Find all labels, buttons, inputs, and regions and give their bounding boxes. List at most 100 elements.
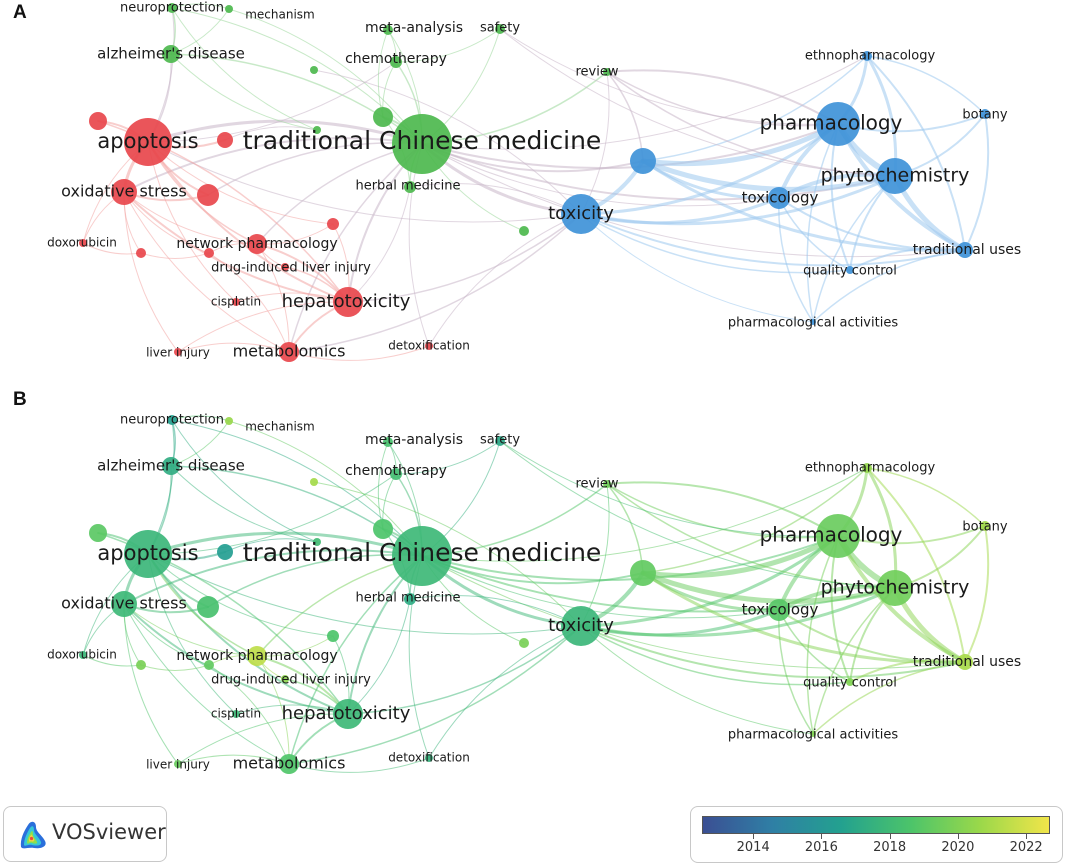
node-u-red-6: [204, 660, 214, 670]
link-toxicity-traditional-uses: [580, 625, 966, 679]
node-pharmacology: [816, 514, 860, 558]
node-dili: [281, 263, 289, 271]
link-chemotherapy-safety: [395, 440, 501, 475]
link-toxicity-quality-control: [580, 625, 851, 686]
label-herbal-medicine: herbal medicine: [355, 591, 460, 606]
label-neuroprotection: neuroprotection: [120, 413, 224, 428]
link-oxidative-stress-network-pharmacology: [123, 191, 258, 245]
node-u-green-1: [373, 107, 393, 127]
link-metabolomics-detoxification: [288, 345, 430, 361]
node-u-red-4: [327, 218, 339, 230]
link-toxicology-pharmacological-activities: [778, 197, 814, 323]
node-pharmacological-activities: [810, 319, 816, 325]
year-tick-2016: [821, 834, 823, 839]
node-hepatotoxicity: [333, 699, 363, 729]
node-liver-injury: [174, 760, 182, 768]
node-herbal-medicine: [404, 181, 416, 193]
label-toxicology: toxicology: [742, 189, 819, 207]
link-tcm-neuroprotection: [171, 7, 423, 145]
link-traditional-uses-quality-control: [849, 247, 966, 271]
node-u-red-4: [327, 630, 339, 642]
link-doxorubicin-u-red-5: [82, 242, 142, 255]
node-herbal-medicine: [404, 593, 416, 605]
label-ethnopharmacology: ethnopharmacology: [805, 49, 936, 64]
node-toxicity: [561, 606, 601, 646]
link-metabolomics-detoxification: [288, 757, 430, 773]
node-u-green-3: [313, 126, 321, 134]
link-u-blue-1-traditional-uses: [641, 571, 967, 664]
link-tcm-toxicology: [421, 143, 780, 207]
label-quality-control: quality control: [803, 676, 897, 691]
link-botany-ethnopharmacology: [866, 467, 986, 527]
link-u-blue-1-phytochemistry: [640, 158, 898, 192]
node-toxicology: [768, 599, 790, 621]
link-metabolomics-network-pharmacology: [256, 655, 290, 765]
label-toxicology: toxicology: [742, 601, 819, 619]
link-pharmacology-pharmacological-activities: [806, 535, 839, 735]
link-metabolomics-u-red-6: [208, 252, 290, 353]
node-doxorubicin: [79, 239, 87, 247]
label-phytochemistry: phytochemistry: [821, 165, 970, 187]
link-safety-phytochemistry: [499, 440, 896, 589]
node-network-pharmacology: [247, 646, 267, 666]
year-tick-label-2022: 2022: [1009, 840, 1043, 855]
node-alzheimers: [162, 457, 180, 475]
link-u-blue-1-pharmacology: [640, 121, 841, 167]
link-u-red-5-u-red-6: [140, 664, 210, 671]
link-doxorubicin-u-red-5: [82, 654, 142, 667]
link-apoptosis-chemotherapy: [147, 473, 397, 555]
node-review: [603, 68, 611, 76]
link-toxicity-phytochemistry: [579, 586, 897, 638]
label-cisplatin: cisplatin: [211, 707, 261, 721]
link-toxicity-detoxification: [428, 625, 582, 759]
label-neuroprotection: neuroprotection: [120, 1, 224, 16]
link-toxicity-herbal-medicine: [409, 595, 582, 627]
link-toxicity-pharmacological-activities: [580, 625, 814, 735]
node-mechanism: [225, 417, 233, 425]
label-safety: safety: [480, 21, 520, 36]
link-toxicity-pharmacology: [579, 122, 840, 216]
link-u-blue-1-traditional-uses: [641, 159, 967, 252]
link-metabolomics-liver-injury: [177, 342, 290, 353]
label-meta-analysis: meta-analysis: [365, 432, 463, 448]
node-neuroprotection: [167, 3, 177, 13]
node-u-red-2: [217, 132, 233, 148]
node-network-pharmacology: [247, 234, 267, 254]
link-neuroprotection-u-green-3: [171, 419, 318, 543]
link-pharmacology-review: [606, 481, 839, 537]
link-safety-pharmacology: [499, 28, 839, 125]
node-u-green-2: [310, 66, 318, 74]
node-hepatotoxicity: [333, 287, 363, 317]
node-apoptosis: [124, 530, 172, 578]
label-doxorubicin: doxorubicin: [47, 236, 117, 250]
node-u-red-2: [217, 544, 233, 560]
year-colorbar: [702, 816, 1050, 834]
node-review: [603, 480, 611, 488]
node-doxorubicin: [79, 651, 87, 659]
node-tcm: [392, 114, 452, 174]
link-alzheimers-u-green-3: [170, 53, 318, 131]
link-oxidative-stress-hepatotoxicity: [123, 603, 349, 715]
label-toxicity: toxicity: [548, 203, 614, 224]
link-u-green-3-u-red-2: [224, 538, 318, 553]
link-hepatotoxicity-toxicity: [347, 213, 582, 303]
node-detoxification: [425, 754, 433, 762]
link-toxicology-quality-control: [778, 609, 851, 683]
link-apoptosis-cisplatin: [147, 141, 237, 303]
link-apoptosis-hepatotoxicity: [147, 141, 349, 303]
link-tcm-mechanism: [228, 420, 423, 557]
node-liver-injury: [174, 348, 182, 356]
link-safety-pharmacology: [499, 440, 839, 537]
label-hepatotoxicity: hepatotoxicity: [282, 291, 411, 312]
link-oxidative-stress-hepatotoxicity: [123, 191, 349, 303]
link-toxicity-pharmacology: [579, 534, 840, 628]
label-herbal-medicine: herbal medicine: [355, 179, 460, 194]
node-detoxification: [425, 342, 433, 350]
label-mechanism: mechanism: [245, 8, 315, 22]
link-oxidative-stress-metabolomics: [123, 191, 290, 353]
node-oxidative-stress: [111, 591, 137, 617]
node-safety: [495, 24, 505, 34]
label-liver-injury: liver injury: [146, 346, 210, 360]
link-oxidative-stress-network-pharmacology: [123, 603, 258, 657]
link-traditional-uses-ethnopharmacology: [866, 467, 966, 663]
